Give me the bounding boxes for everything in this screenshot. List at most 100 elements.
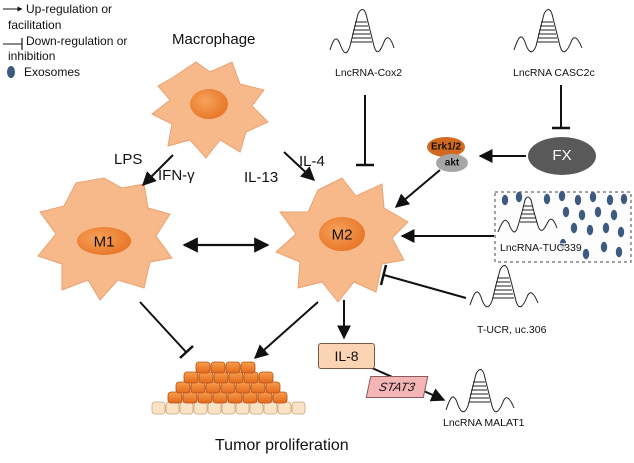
tumor-cell (183, 371, 199, 384)
tumor-cell (195, 361, 211, 374)
arrow-erk-to-m2 (394, 169, 441, 208)
exosome-dot (600, 241, 608, 253)
tumor-cell (165, 401, 180, 415)
tumor-cell (221, 401, 236, 415)
il8-label: IL-8 (334, 348, 359, 364)
exosome-dot (582, 248, 590, 260)
lncrna-tuc339-label: LncRNA-TUC339 (500, 242, 582, 254)
rna-hairpin-tuc339 (497, 196, 558, 233)
inhibit-m1-to-tumor (139, 301, 194, 359)
exosome-dot (594, 206, 602, 218)
tumor-cell (193, 401, 208, 415)
tumor-cell (291, 401, 306, 415)
tumor-cell (228, 371, 244, 384)
tumor-cell (263, 401, 278, 415)
exosome-dot (586, 224, 594, 236)
legend-down-label-2: inhibition (8, 49, 56, 63)
tumor-cell (190, 381, 206, 394)
rna-hairpin-casc2c (513, 9, 583, 53)
macrophage-label: Macrophage (172, 31, 256, 48)
tumor-cell (220, 381, 236, 394)
exosome-dot (543, 193, 551, 205)
tumor-cell (243, 371, 259, 384)
m2-label: M2 (331, 226, 353, 244)
tumor-cluster (151, 361, 306, 415)
il8-box: IL-8 (318, 343, 375, 369)
tumor-cell (257, 391, 273, 404)
tumor-cell (249, 401, 264, 415)
erk-label: Erk1/2 (430, 141, 462, 153)
tucr-label: T-UCR, uc.306 (477, 324, 547, 336)
exosome-dot (589, 191, 597, 203)
macrophage-nucleus (190, 89, 228, 119)
exosome-dot (515, 191, 523, 203)
exosome-dot (617, 226, 625, 238)
tumor-cell (250, 381, 266, 394)
akt-label: akt (444, 157, 460, 169)
fx-node: FX (528, 137, 596, 175)
tumor-cell (205, 381, 221, 394)
stat3-label: STAT3 (377, 380, 417, 394)
lncrna-cox2-label: LncRNA-Cox2 (335, 67, 403, 79)
tumor-cell (258, 371, 274, 384)
tumor-cell (242, 391, 258, 404)
inhibit-cox2-to-m2 (356, 95, 374, 167)
tumor-cell (213, 371, 229, 384)
exosome-dot (610, 209, 618, 221)
lncrna-malat1-label: LncRNA MALAT1 (443, 417, 525, 429)
erk-node (427, 137, 465, 157)
tumor-cell (175, 381, 191, 394)
legend-exosomes-label: Exosomes (24, 65, 81, 79)
rna-hairpin-cox2 (329, 9, 395, 54)
exosome-dot (606, 194, 614, 206)
lncrna-casc2c-label: LncRNA CASC2c (513, 67, 595, 79)
legend-up-label-1: Up-regulation or (26, 2, 113, 16)
rna-hairpin-tucr (469, 265, 539, 308)
arrow-m2-to-tumor (253, 301, 319, 359)
exosome-dot (558, 190, 566, 202)
tumor-cell (198, 371, 214, 384)
m2-cell (275, 177, 409, 303)
arrow-macrophage-to-m1 (142, 154, 174, 186)
exosome-dot (501, 194, 509, 206)
lps-label: LPS (114, 151, 143, 168)
tumor-cell (235, 401, 250, 415)
m1-label: M1 (93, 233, 115, 251)
exosome-dot (620, 193, 628, 205)
exosome-dot (615, 246, 623, 258)
tumor-cell (240, 361, 256, 374)
tumor-cell (167, 391, 183, 404)
il4-label: IL-4 (299, 153, 325, 170)
inhibit-tucr-to-m2 (379, 264, 467, 299)
exosome-dot (570, 222, 578, 234)
tumor-cell (227, 391, 243, 404)
tumor-cell (272, 391, 288, 404)
tumor-cell (210, 361, 226, 374)
tumor-cell (235, 381, 251, 394)
ifn-gamma-label: IFN-γ (158, 167, 195, 184)
exosome-dot (602, 222, 610, 234)
stat3-box: STAT3 (365, 376, 429, 398)
tumor-cell (197, 391, 213, 404)
tumor-cell (151, 401, 166, 415)
tumor-cell (182, 391, 198, 404)
tumor-proliferation-label: Tumor proliferation (215, 437, 349, 454)
rna-hairpin-malat1 (445, 369, 515, 413)
tumor-cell (212, 391, 228, 404)
legend-down-label-1: Down-regulation or (26, 34, 128, 48)
inhibit-casc2c-to-fx (552, 85, 570, 130)
tumor-cell (207, 401, 222, 415)
tumor-cell (277, 401, 292, 415)
tumor-cell (265, 381, 281, 394)
fx-label: FX (552, 147, 572, 164)
legend-up-label-2: facilitation (8, 18, 62, 32)
m1-cell (37, 177, 173, 301)
tumor-cell (179, 401, 194, 415)
akt-node (436, 154, 468, 172)
tumor-cell (225, 361, 241, 374)
exosome-dot (574, 194, 582, 206)
arrow-macrophage-to-m2 (283, 151, 316, 181)
exosome-dot (578, 209, 586, 221)
